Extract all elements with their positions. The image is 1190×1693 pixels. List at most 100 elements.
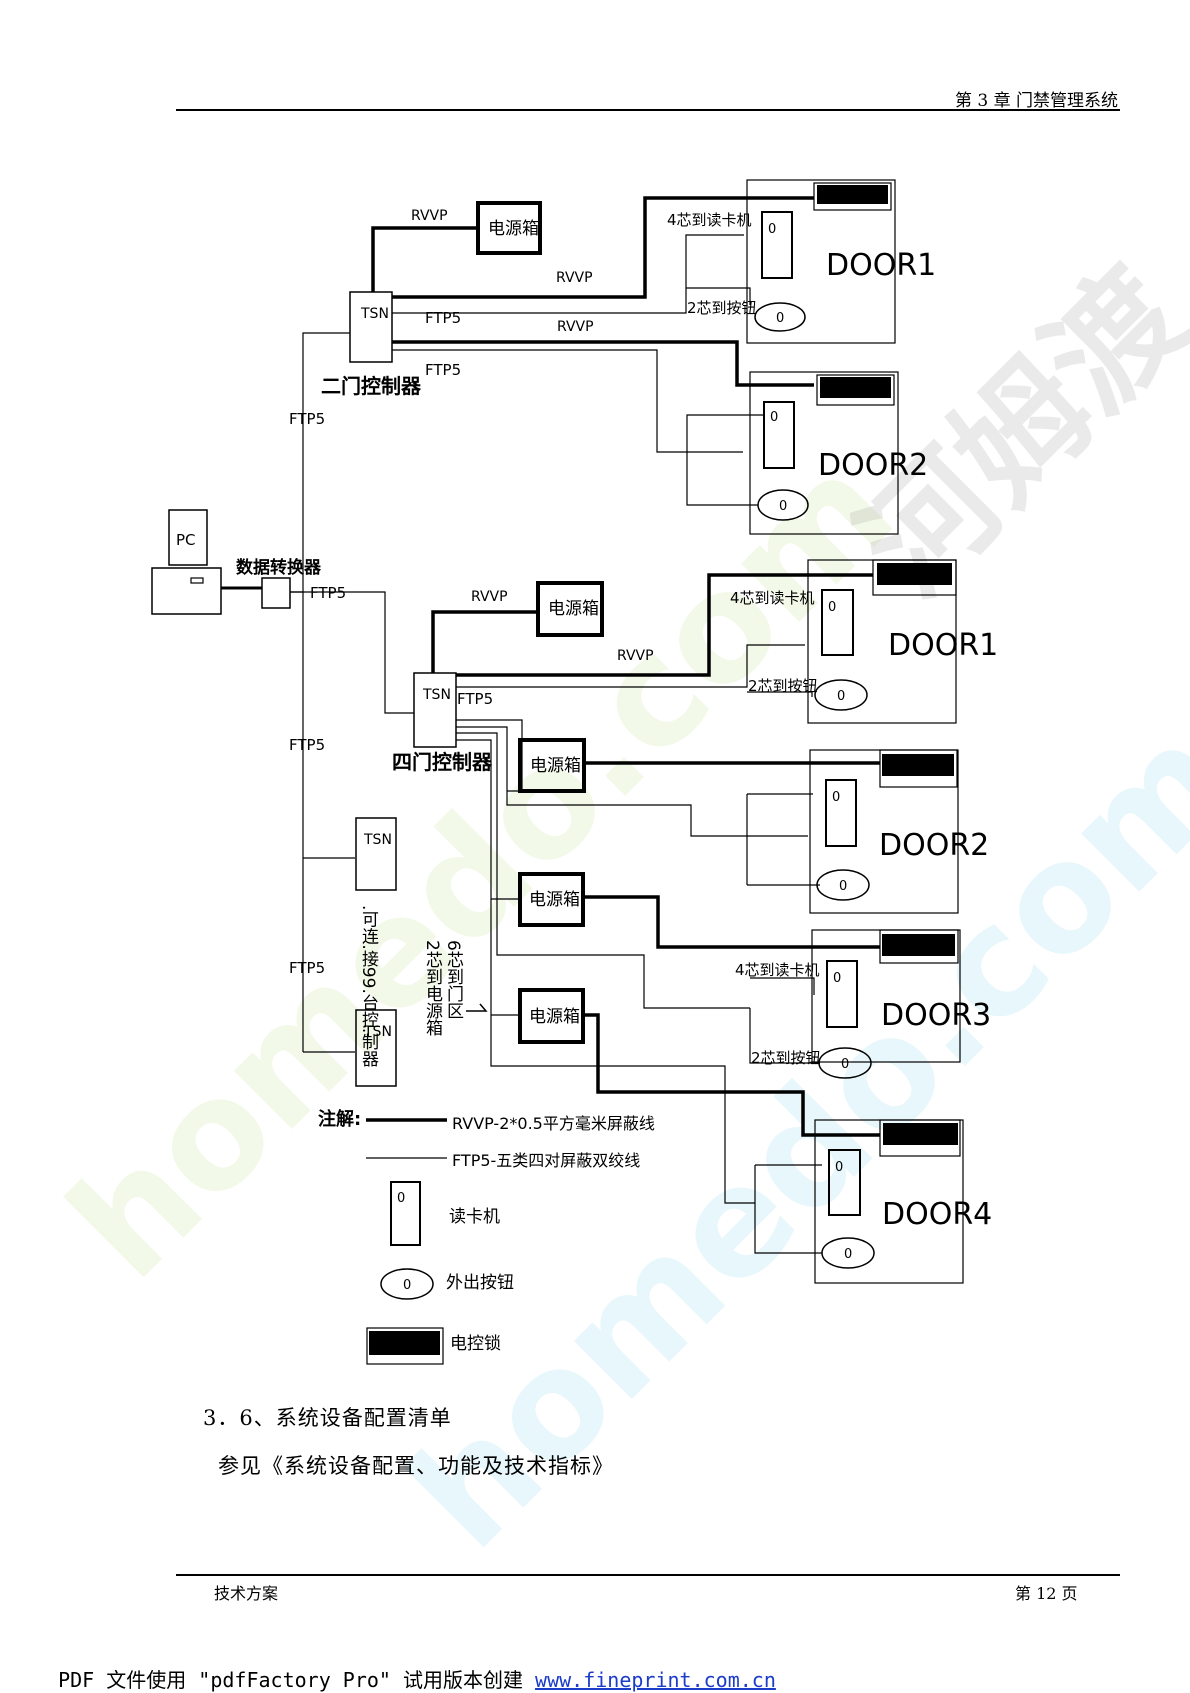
cable-label-ftp5-4: FTP5 — [310, 584, 346, 602]
tsn-label-4door: TSN — [422, 687, 451, 703]
door3-button-glyph: 0 — [841, 1057, 849, 1072]
door2-bottom-lock — [879, 749, 958, 788]
reader-4core-label-3: 4芯到读卡机 — [735, 961, 820, 979]
legend-reader-glyph: 0 — [397, 1191, 405, 1206]
legend-button-text: 外出按钮 — [446, 1273, 514, 1293]
door1-top-label: DOOR1 — [826, 248, 936, 283]
cable-label-ftp5-3: FTP5 — [289, 410, 325, 428]
door1-top-reader — [761, 211, 793, 279]
door2-top-lock — [816, 374, 895, 406]
tsn-box-2door — [349, 291, 393, 363]
door2-top-reader — [763, 401, 795, 469]
four-door-controller-label: 四门控制器 — [392, 750, 493, 774]
pc-label: PC — [176, 531, 196, 549]
tsn-box-extra-2 — [355, 1009, 397, 1087]
door3-label: DOOR3 — [881, 998, 991, 1033]
door1-top-reader-glyph: 0 — [768, 222, 776, 237]
door2-bottom-button — [816, 869, 870, 901]
tsn-label-2door: TSN — [360, 306, 389, 322]
two-door-controller-label: 二门控制器 — [321, 374, 422, 398]
power-box-4-label: 电源箱 — [529, 890, 580, 910]
header-rule — [176, 109, 1120, 111]
button-2core-label-3: 2芯到按钮 — [751, 1049, 821, 1067]
tsn-label-extra-1: TSN — [363, 832, 392, 848]
door1-top-lock — [813, 182, 892, 211]
cable-label-ftp5-5: FTP5 — [457, 690, 493, 708]
door2-bottom-reader-glyph: 0 — [832, 790, 840, 805]
door-note-vertical: 6芯到门区 — [443, 940, 464, 1019]
converter-label: 数据转换器 — [236, 557, 322, 578]
door2-bottom-button-glyph: 0 — [839, 879, 847, 894]
door4-button — [821, 1237, 875, 1269]
legend-rvvp-text: RVVP-2*0.5平方毫米屏蔽线 — [452, 1114, 655, 1133]
power-box-3-label: 电源箱 — [530, 756, 581, 776]
power-box-3 — [518, 738, 586, 793]
cable-label-ftp5-7: FTP5 — [289, 959, 325, 977]
legend-ftp5-text: FTP5-五类四对屏蔽双绞线 — [452, 1151, 640, 1170]
legend-title: 注解: — [318, 1108, 361, 1130]
button-2core-label-1: 2芯到按钮 — [687, 299, 757, 317]
door1-top-button — [754, 302, 806, 332]
cable-label-rvvp-2: RVVP — [556, 270, 593, 286]
door2-bottom-label: DOOR2 — [879, 828, 989, 863]
door3-lock — [879, 929, 959, 964]
fineprint-link[interactable]: www.fineprint.com.cn — [535, 1668, 776, 1692]
cable-label-rvvp-4: RVVP — [471, 589, 508, 605]
footer-left: 技术方案 — [214, 1584, 279, 1603]
chain-note-vertical: .可连.接99.台控.制器 — [358, 905, 379, 1067]
legend-button-glyph: 0 — [403, 1278, 411, 1293]
door2-top-label: DOOR2 — [818, 448, 928, 483]
door1-top-button-glyph: 0 — [776, 311, 784, 326]
pc-drive-slot — [190, 577, 204, 584]
power-box-5-label: 电源箱 — [529, 1007, 580, 1027]
section-text: 参见《系统设备配置、功能及技术指标》 — [218, 1454, 614, 1478]
cable-label-rvvp-3: RVVP — [557, 319, 594, 335]
legend-button-icon — [380, 1268, 434, 1300]
cable-label-ftp5-6: FTP5 — [289, 736, 325, 754]
legend-lock-text: 电控锁 — [450, 1334, 501, 1354]
legend-lock-icon — [366, 1327, 444, 1365]
door2-top-button-glyph: 0 — [779, 499, 787, 514]
power-box-2-label: 电源箱 — [548, 599, 599, 619]
door3-reader — [826, 960, 858, 1028]
power-note-vertical: 2芯到电源箱 — [422, 940, 443, 1036]
door3-button — [818, 1047, 872, 1079]
pdf-note-text: PDF 文件使用 "pdfFactory Pro" 试用版本创建 — [58, 1668, 536, 1692]
door4-button-glyph: 0 — [844, 1247, 852, 1262]
door4-lock — [879, 1119, 961, 1157]
door4-reader-glyph: 0 — [835, 1160, 843, 1175]
door1-bottom-button-glyph: 0 — [837, 689, 845, 704]
door2-bottom-reader — [825, 779, 857, 847]
cable-label-rvvp-5: RVVP — [617, 648, 654, 664]
access-control-wiring-diagram: PC 数据转换器 TSN 二门控制器 TSN 四门控制器 TSN TSN 电源箱… — [151, 179, 998, 1365]
power-box-2 — [536, 581, 604, 637]
chapter-header: 第 3 章 门禁管理系统 — [954, 91, 1118, 111]
door1-bottom-reader — [821, 589, 854, 656]
door1-bottom-reader-glyph: 0 — [828, 600, 836, 615]
legend-reader-text: 读卡机 — [449, 1207, 500, 1227]
door2-top-button — [757, 489, 809, 521]
data-converter-box — [261, 577, 291, 609]
door1-top-frame — [746, 179, 896, 344]
footer-page-number: 第 12 页 — [1015, 1584, 1078, 1603]
cable-label-ftp5-1: FTP5 — [425, 309, 461, 327]
pc-base — [151, 567, 222, 615]
tsn-label-extra-2: TSN — [363, 1024, 392, 1040]
reader-4core-label-1: 4芯到读卡机 — [667, 211, 752, 229]
legend-reader-icon — [390, 1181, 421, 1246]
door1-bottom-label: DOOR1 — [888, 628, 998, 663]
pdf-creator-note: PDF 文件使用 "pdfFactory Pro" 试用版本创建 www.fin… — [34, 1640, 776, 1693]
tsn-box-extra-1 — [355, 817, 397, 891]
door3-reader-glyph: 0 — [833, 971, 841, 986]
reader-4core-label-2: 4芯到读卡机 — [730, 589, 815, 607]
section-title: 3．6、系统设备配置清单 — [203, 1406, 452, 1430]
door4-label: DOOR4 — [882, 1197, 992, 1232]
tsn-box-4door — [413, 672, 457, 748]
door2-top-reader-glyph: 0 — [770, 410, 778, 425]
cable-label-ftp5-2: FTP5 — [425, 361, 461, 379]
door1-bottom-button — [814, 679, 868, 711]
door1-bottom-lock — [872, 559, 957, 596]
pc-monitor — [168, 509, 208, 566]
footer-rule — [176, 1574, 1120, 1576]
cable-label-rvvp-1: RVVP — [411, 208, 448, 224]
